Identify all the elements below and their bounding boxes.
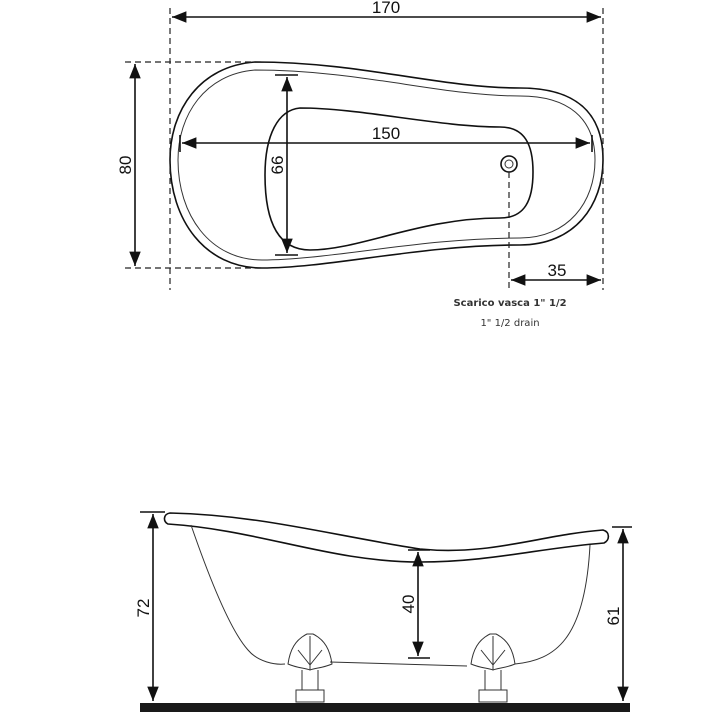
drain-label-en: 1" 1/2 drain [480,318,539,329]
floor [140,703,630,712]
claw-foot-left [287,633,333,703]
dim-width: 80 [116,156,135,175]
tub-inner-outline [264,107,534,251]
dim-height-back: 72 [134,599,153,618]
side-view: 72 61 40 [134,511,632,712]
tub-rim [163,512,610,563]
dim-height-front: 61 [604,607,623,626]
tub-outer-outline [169,61,604,269]
top-view: 170 150 80 66 35 Scarico vasca 1" 1/2 1"… [116,0,604,329]
claw-foot-right [470,633,516,703]
drain-label-it: Scarico vasca 1" 1/2 [453,298,566,309]
tub-body [190,524,591,667]
dim-drain-offset: 35 [548,261,567,280]
dim-depth: 40 [399,595,418,614]
dim-length: 170 [372,0,400,17]
dim-inner-length: 150 [372,124,400,143]
drain-icon [500,155,518,173]
dim-inner-width: 66 [268,156,287,175]
